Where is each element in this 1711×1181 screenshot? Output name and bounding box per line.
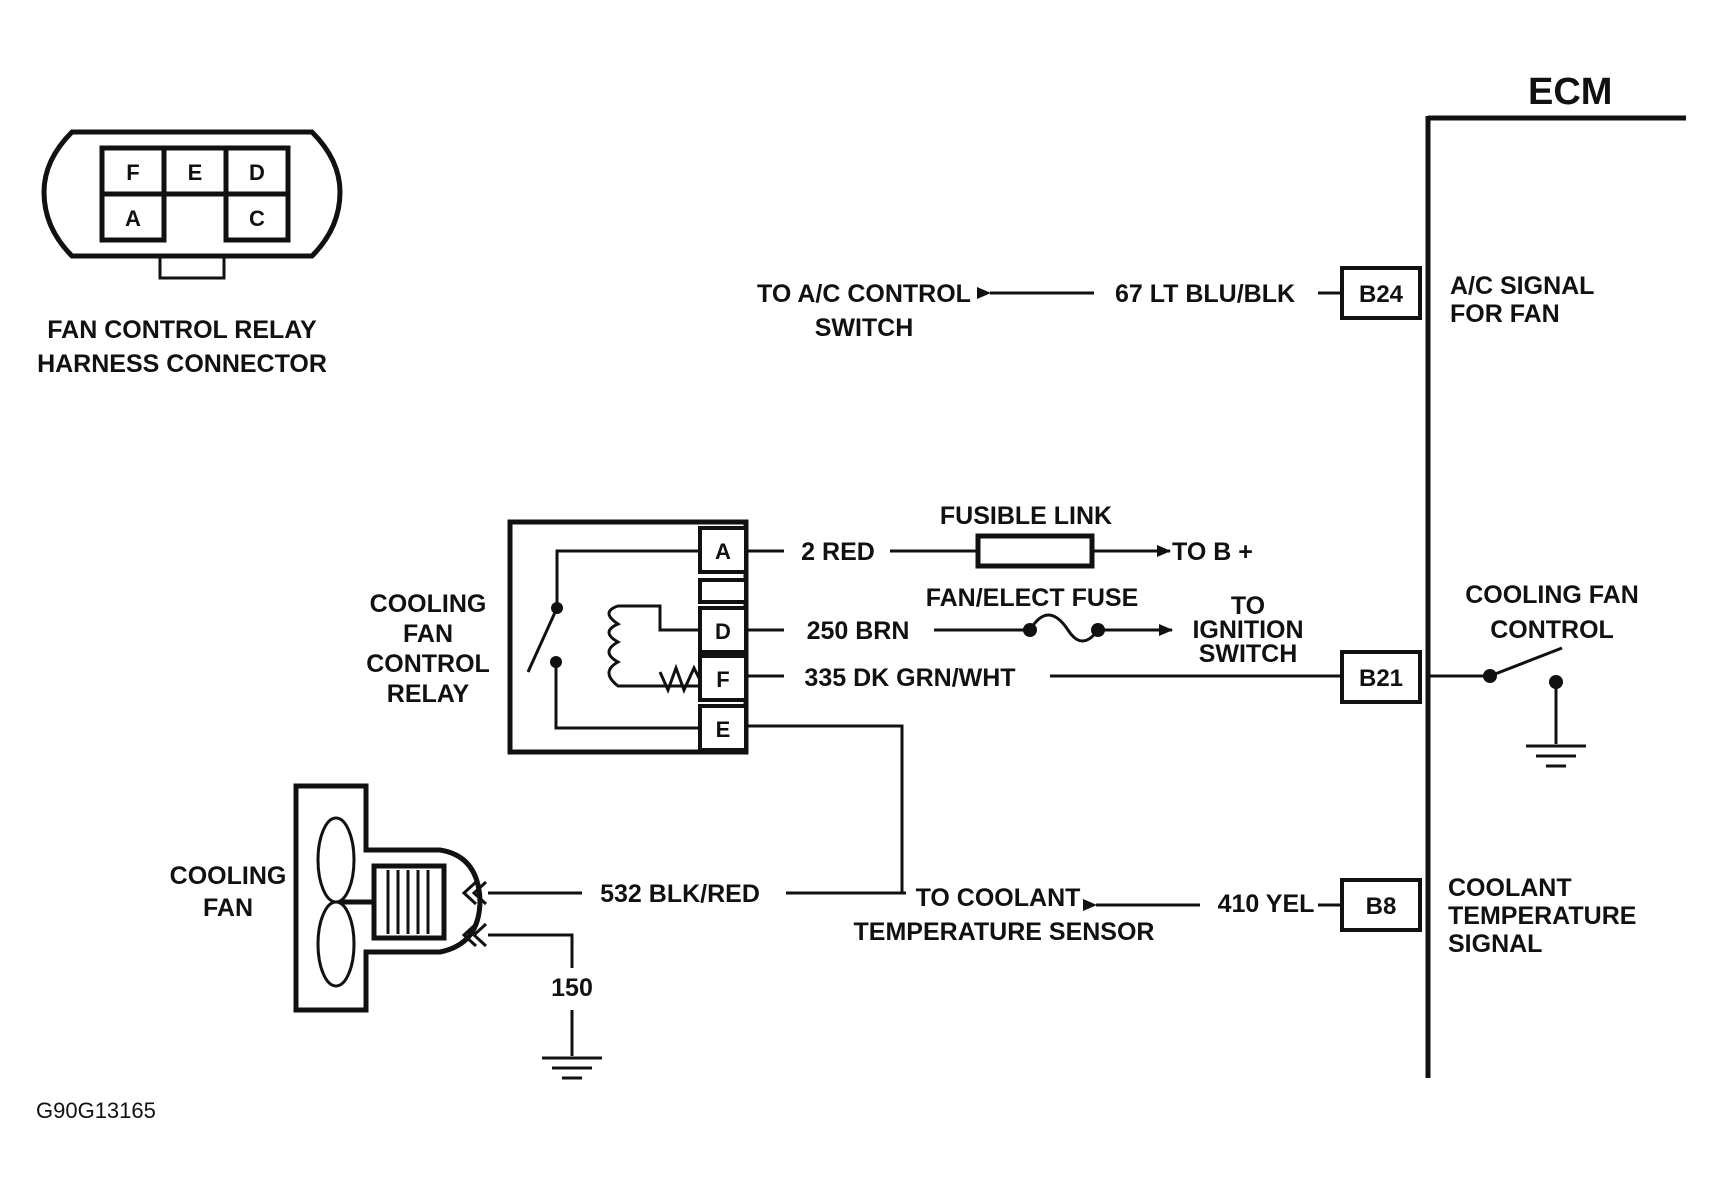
connector-pin-a: A — [125, 206, 141, 231]
red-dest-label: TO B + — [1172, 538, 1253, 566]
ac-signal-label-2: FOR FAN — [1450, 300, 1560, 328]
ecm-pin-b24 — [1340, 266, 1422, 320]
control-wire-label: 335 DK GRN/WHT — [804, 664, 1015, 692]
relay-switch-return — [554, 662, 700, 730]
brn-dest-label-3: SWITCH — [1199, 640, 1298, 668]
relay-switch-wiring — [555, 549, 700, 605]
ecm-pin-b8 — [1340, 878, 1422, 932]
relay-label-2: FAN — [403, 620, 453, 648]
ac-dest-label-1: TO A/C CONTROL — [757, 280, 971, 308]
fan-connector-terminals-icon — [461, 880, 488, 948]
fan-motor-windings-icon — [386, 870, 430, 934]
harness-connector-body — [41, 129, 343, 259]
coolant-temperature-circuit: TO COOLANT TEMPERATURE SENSOR 410 YEL B8… — [854, 874, 1637, 958]
fan-wire-label: 532 BLK/RED — [600, 880, 760, 908]
brn-ignition-circuit: 250 BRN FAN/ELECT FUSE TO IGNITION SWITC… — [746, 584, 1304, 668]
relay-blank-slot — [698, 578, 748, 604]
relay-e-wire — [746, 724, 906, 895]
fusible-link-label: FUSIBLE LINK — [940, 502, 1112, 530]
relay-switch-blade — [526, 607, 559, 673]
red-wire-label: 2 RED — [801, 538, 875, 566]
connector-pin-c: C — [249, 206, 265, 231]
ac-dest-label-2: SWITCH — [815, 314, 914, 342]
relay-label-1: COOLING — [370, 590, 487, 618]
brn-wire-label: 250 BRN — [807, 617, 910, 645]
fan-control-circuit: 335 DK GRN/WHT B21 COOLING FAN CONTROL — [746, 581, 1639, 768]
fan-blade-top — [316, 816, 356, 904]
ecm-pin-b21-label: B21 — [1359, 665, 1403, 692]
fan-control-label-1: COOLING FAN — [1465, 581, 1639, 609]
connector-cell-c — [223, 191, 291, 243]
coolant-signal-label-2: TEMPERATURE — [1448, 902, 1636, 930]
fuse-icon — [1028, 613, 1100, 643]
ecm-ground-icon — [1526, 744, 1586, 768]
ecm-block: ECM — [1425, 71, 1686, 1078]
connector-pin-e: E — [188, 160, 203, 185]
coolant-dest-label-2: TEMPERATURE SENSOR — [854, 918, 1155, 946]
ac-signal-circuit: TO A/C CONTROL SWITCH 67 LT BLU/BLK B24 … — [757, 266, 1594, 342]
ecm-switch-blade — [1489, 646, 1563, 678]
harness-connector: F E D A C FAN CONTROL RELAY HARNESS CONN… — [37, 129, 343, 378]
fusible-link-icon — [975, 533, 1095, 569]
fan-ground-wire — [488, 933, 574, 968]
relay-coil-resistor-icon — [658, 663, 702, 695]
ac-wire-label: 67 LT BLU/BLK — [1115, 280, 1295, 308]
relay-label-3: CONTROL — [366, 650, 490, 678]
fan-ground-label: 150 — [551, 974, 593, 1002]
relay-coil-icon — [607, 604, 700, 688]
fan-blade-bottom — [316, 900, 356, 988]
fan-ground-icon — [542, 1056, 602, 1080]
relay-pin-d-box — [698, 606, 748, 654]
relay-pin-e: E — [716, 717, 731, 742]
harness-connector-label-2: HARNESS CONNECTOR — [37, 350, 327, 378]
coolant-signal-label-1: COOLANT — [1448, 874, 1572, 902]
ecm-title: ECM — [1528, 71, 1612, 113]
cooling-fan: COOLING FAN 532 BLK/RED 150 — [170, 783, 902, 1080]
relay-pin-d: D — [715, 619, 731, 644]
relay-label-4: RELAY — [387, 680, 470, 708]
relay-pin-f: F — [716, 667, 729, 692]
relay-pin-a: A — [715, 539, 731, 564]
brn-dest-label-2: IGNITION — [1192, 616, 1303, 644]
ecm-pin-b21 — [1340, 650, 1422, 704]
cooling-fan-control-relay: COOLING FAN CONTROL RELAY A D F E — [366, 519, 749, 755]
connector-cell-a — [99, 191, 167, 243]
fan-label-2: FAN — [203, 894, 253, 922]
connector-pin-f: F — [126, 160, 139, 185]
fan-label-1: COOLING — [170, 862, 287, 890]
coolant-signal-label-3: SIGNAL — [1448, 930, 1542, 958]
coolant-wire-label: 410 YEL — [1218, 890, 1315, 918]
ecm-pin-b24-label: B24 — [1359, 281, 1404, 308]
harness-connector-label-1: FAN CONTROL RELAY — [47, 316, 317, 344]
brn-dest-label-1: TO — [1231, 592, 1265, 620]
fuse-label: FAN/ELECT FUSE — [926, 584, 1139, 612]
connector-pin-d: D — [249, 160, 265, 185]
fan-control-label-2: CONTROL — [1490, 616, 1614, 644]
fan-motor-icon — [371, 863, 447, 941]
ac-signal-label-1: A/C SIGNAL — [1450, 272, 1594, 300]
red-power-circuit: 2 RED FUSIBLE LINK TO B + — [746, 502, 1253, 569]
figure-id: G90G13165 — [36, 1098, 156, 1123]
coolant-dest-label-1: TO COOLANT — [916, 884, 1081, 912]
harness-connector-tab — [158, 254, 226, 280]
ecm-pin-b8-label: B8 — [1366, 893, 1397, 920]
